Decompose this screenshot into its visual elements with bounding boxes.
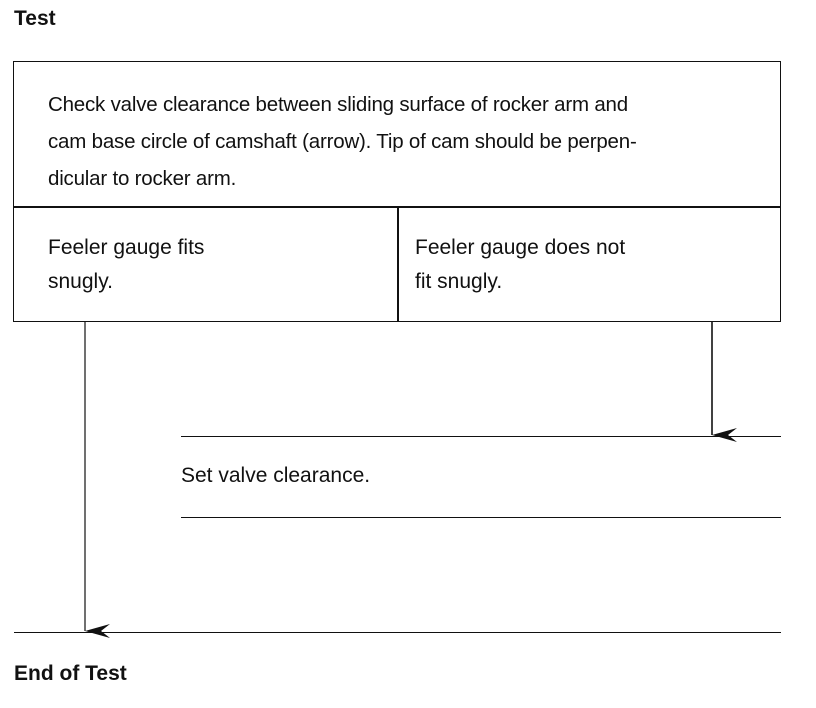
instruction-text: Check valve clearance between sliding su… (48, 86, 763, 197)
end-rule (14, 632, 781, 633)
option-right-line-1: Feeler gauge does not (415, 236, 626, 259)
option-not-snug-box: Feeler gauge does not fit snugly. (397, 206, 781, 322)
option-fits-snugly-box: Feeler gauge fits snugly. (13, 206, 399, 322)
option-left-line-1: Feeler gauge fits (48, 236, 205, 259)
instruction-line-1: Check valve clearance between sliding su… (48, 93, 628, 116)
instruction-line-3: dicular to rocker arm. (48, 167, 237, 190)
instruction-box: Check valve clearance between sliding su… (13, 61, 781, 208)
test-heading: Test (14, 7, 56, 30)
option-not-snug-text: Feeler gauge does not fit snugly. (415, 231, 685, 299)
action-set-valve-clearance: Set valve clearance. (181, 464, 371, 487)
option-left-line-2: snugly. (48, 270, 113, 293)
action-bottom-rule (181, 517, 781, 518)
instruction-line-2: cam base circle of camshaft (arrow). Tip… (48, 130, 637, 153)
action-top-rule (181, 436, 781, 437)
option-right-line-2: fit snugly. (415, 270, 503, 293)
option-fits-snugly-text: Feeler gauge fits snugly. (48, 231, 248, 299)
end-of-test-heading: End of Test (14, 662, 127, 685)
